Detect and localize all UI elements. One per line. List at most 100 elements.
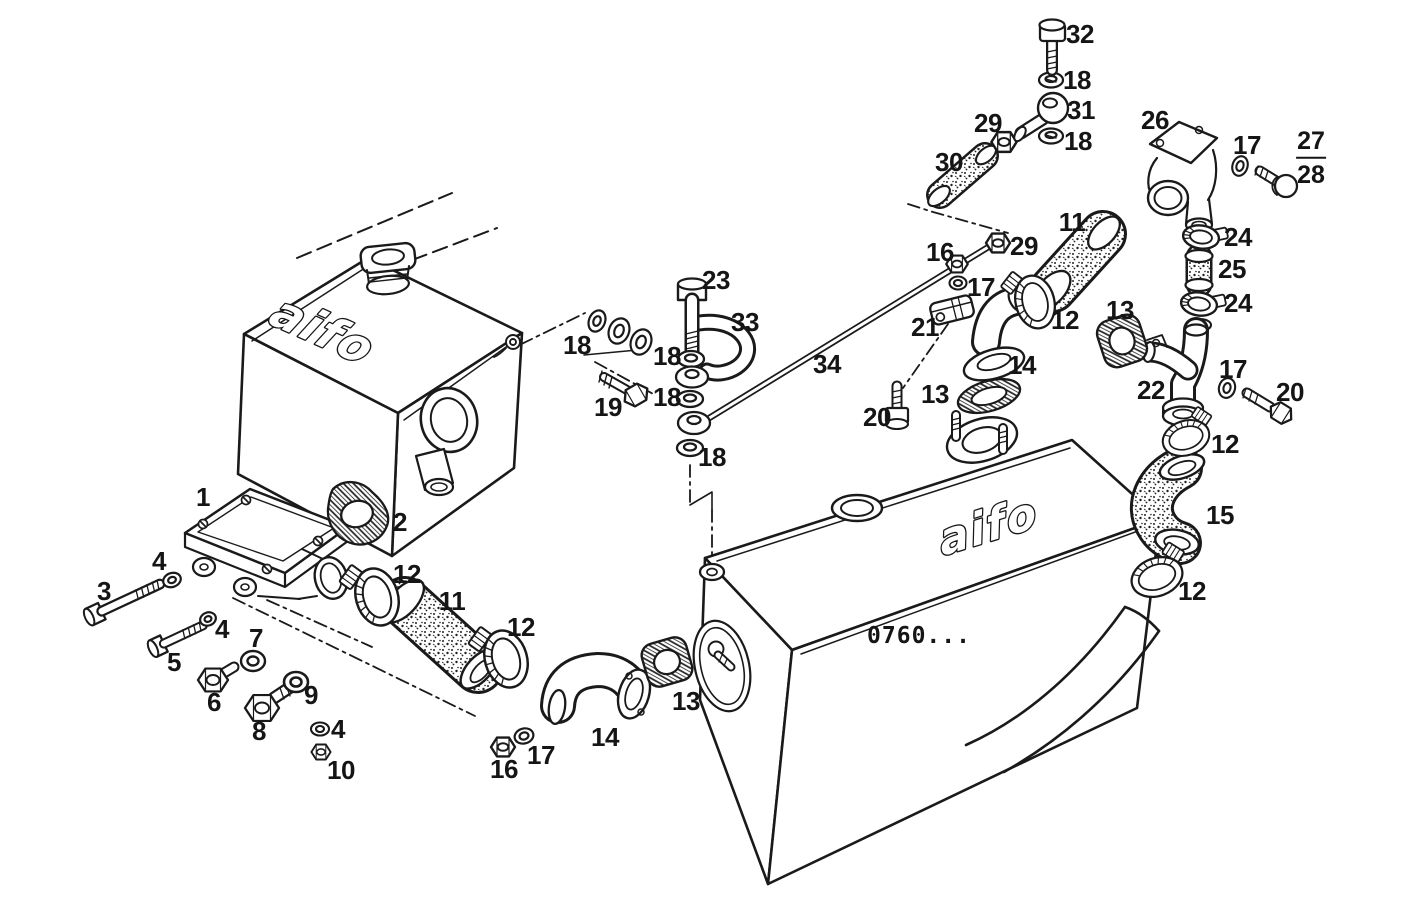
collar-24b [1178, 287, 1229, 321]
banjo-eyelets-18 [583, 309, 653, 356]
part-label-18: 18 [563, 330, 591, 360]
bolt-27-28 [1254, 165, 1299, 199]
banjo-31 [1013, 91, 1070, 143]
outlet-hose [964, 605, 1161, 774]
bolt-3 [82, 578, 166, 627]
gasket-13b [956, 377, 1022, 415]
part-label-20: 20 [1276, 377, 1304, 407]
washer-17a [513, 727, 535, 745]
part-label-13: 13 [921, 379, 949, 409]
bolt-20a [884, 380, 910, 431]
bolt-5 [146, 620, 208, 658]
hook-fitting [493, 334, 521, 358]
part-label-17: 17 [1219, 354, 1247, 384]
part-label-24: 24 [1224, 288, 1252, 318]
gasket-2 [326, 481, 390, 546]
hose-25 [1184, 243, 1214, 298]
part-label-8: 8 [252, 716, 266, 746]
part-label-31: 31 [1067, 95, 1095, 125]
part-label-22: 22 [1137, 375, 1165, 405]
washer-17c [1217, 377, 1237, 399]
model-code-label: 0760... [867, 623, 971, 649]
part-label-25: 25 [1218, 254, 1246, 284]
part-label-29: 29 [974, 108, 1002, 138]
housing-26 [1146, 120, 1219, 233]
hose-33 [690, 313, 756, 382]
pipe-clip-21 [929, 294, 975, 326]
right-tank [692, 410, 1162, 886]
part-label-12: 12 [507, 612, 535, 642]
part-label-2: 2 [393, 507, 407, 537]
part-label-1: 1 [196, 482, 210, 512]
part-label-14: 14 [1008, 350, 1036, 380]
part-label-4: 4 [331, 714, 345, 744]
part-label-3: 3 [97, 576, 111, 606]
part-label-20: 20 [863, 402, 891, 432]
part-label-17: 17 [527, 740, 555, 770]
part-label-12: 12 [1178, 576, 1206, 606]
left-tank [236, 241, 524, 558]
part-label-5: 5 [167, 647, 181, 677]
elbow-14b [962, 286, 1031, 382]
part-label-18: 18 [653, 382, 681, 412]
plug-6 [196, 661, 240, 693]
part-label-11: 11 [1058, 207, 1086, 237]
part-label-27: 27 [1296, 128, 1326, 159]
part-label-7: 7 [249, 623, 263, 653]
part-label-17: 17 [967, 272, 995, 302]
gasket-13a [640, 636, 694, 688]
part-label-18: 18 [698, 442, 726, 472]
part-label-13: 13 [672, 686, 700, 716]
part-label-18: 18 [1063, 65, 1091, 95]
banjo-bolt-23 [676, 277, 708, 360]
leader-to-tank-boss [689, 464, 713, 561]
part-label-26: 26 [1141, 105, 1169, 135]
part-label-19: 19 [594, 392, 622, 422]
nut-29b [984, 232, 1012, 254]
part-label-29: 29 [1010, 231, 1038, 261]
part-label-4: 4 [215, 614, 229, 644]
bolt-20b [1241, 387, 1293, 425]
washer-18e [1037, 127, 1065, 145]
washer-7 [239, 649, 267, 673]
part-label-6: 6 [207, 687, 221, 717]
part-label-30: 30 [935, 147, 963, 177]
washer-4b [199, 611, 217, 627]
washers-18-stack [674, 349, 712, 458]
tank-end-pocket [692, 619, 752, 713]
filler-cap [359, 241, 417, 296]
part-label-17: 17 [1233, 130, 1261, 160]
part-label-24: 24 [1224, 222, 1252, 252]
part-label-23: 23 [702, 265, 730, 295]
part-label-18: 18 [653, 341, 681, 371]
washer-4c [309, 721, 331, 737]
part-label-21: 21 [911, 312, 939, 342]
hose-30 [926, 142, 999, 209]
part-label-14: 14 [591, 722, 619, 752]
washer-17-top [1231, 155, 1249, 177]
part-label-18: 18 [1064, 126, 1092, 156]
part-label-4: 4 [152, 546, 166, 576]
part-label-12: 12 [1051, 305, 1079, 335]
hose-15 [1130, 446, 1206, 565]
hose-11a [379, 576, 504, 694]
part-label-27-28: 27 28 [1296, 128, 1326, 189]
part-label-10: 10 [327, 755, 355, 785]
bolt-19 [598, 370, 649, 408]
drain-stub [414, 447, 455, 497]
washer-4a [162, 571, 182, 589]
leader-30 [907, 203, 1009, 234]
pipe-34 [702, 242, 994, 424]
washer-9 [282, 670, 310, 694]
part-label-32: 32 [1066, 19, 1094, 49]
bolt-32 [1038, 18, 1067, 76]
elbow-14a [540, 652, 652, 726]
part-label-12: 12 [1211, 429, 1239, 459]
gasket-13c [1095, 313, 1149, 369]
part-label-13: 13 [1106, 295, 1134, 325]
part-label-28: 28 [1297, 161, 1325, 189]
part-label-12: 12 [393, 559, 421, 589]
washer-17b [948, 275, 968, 291]
